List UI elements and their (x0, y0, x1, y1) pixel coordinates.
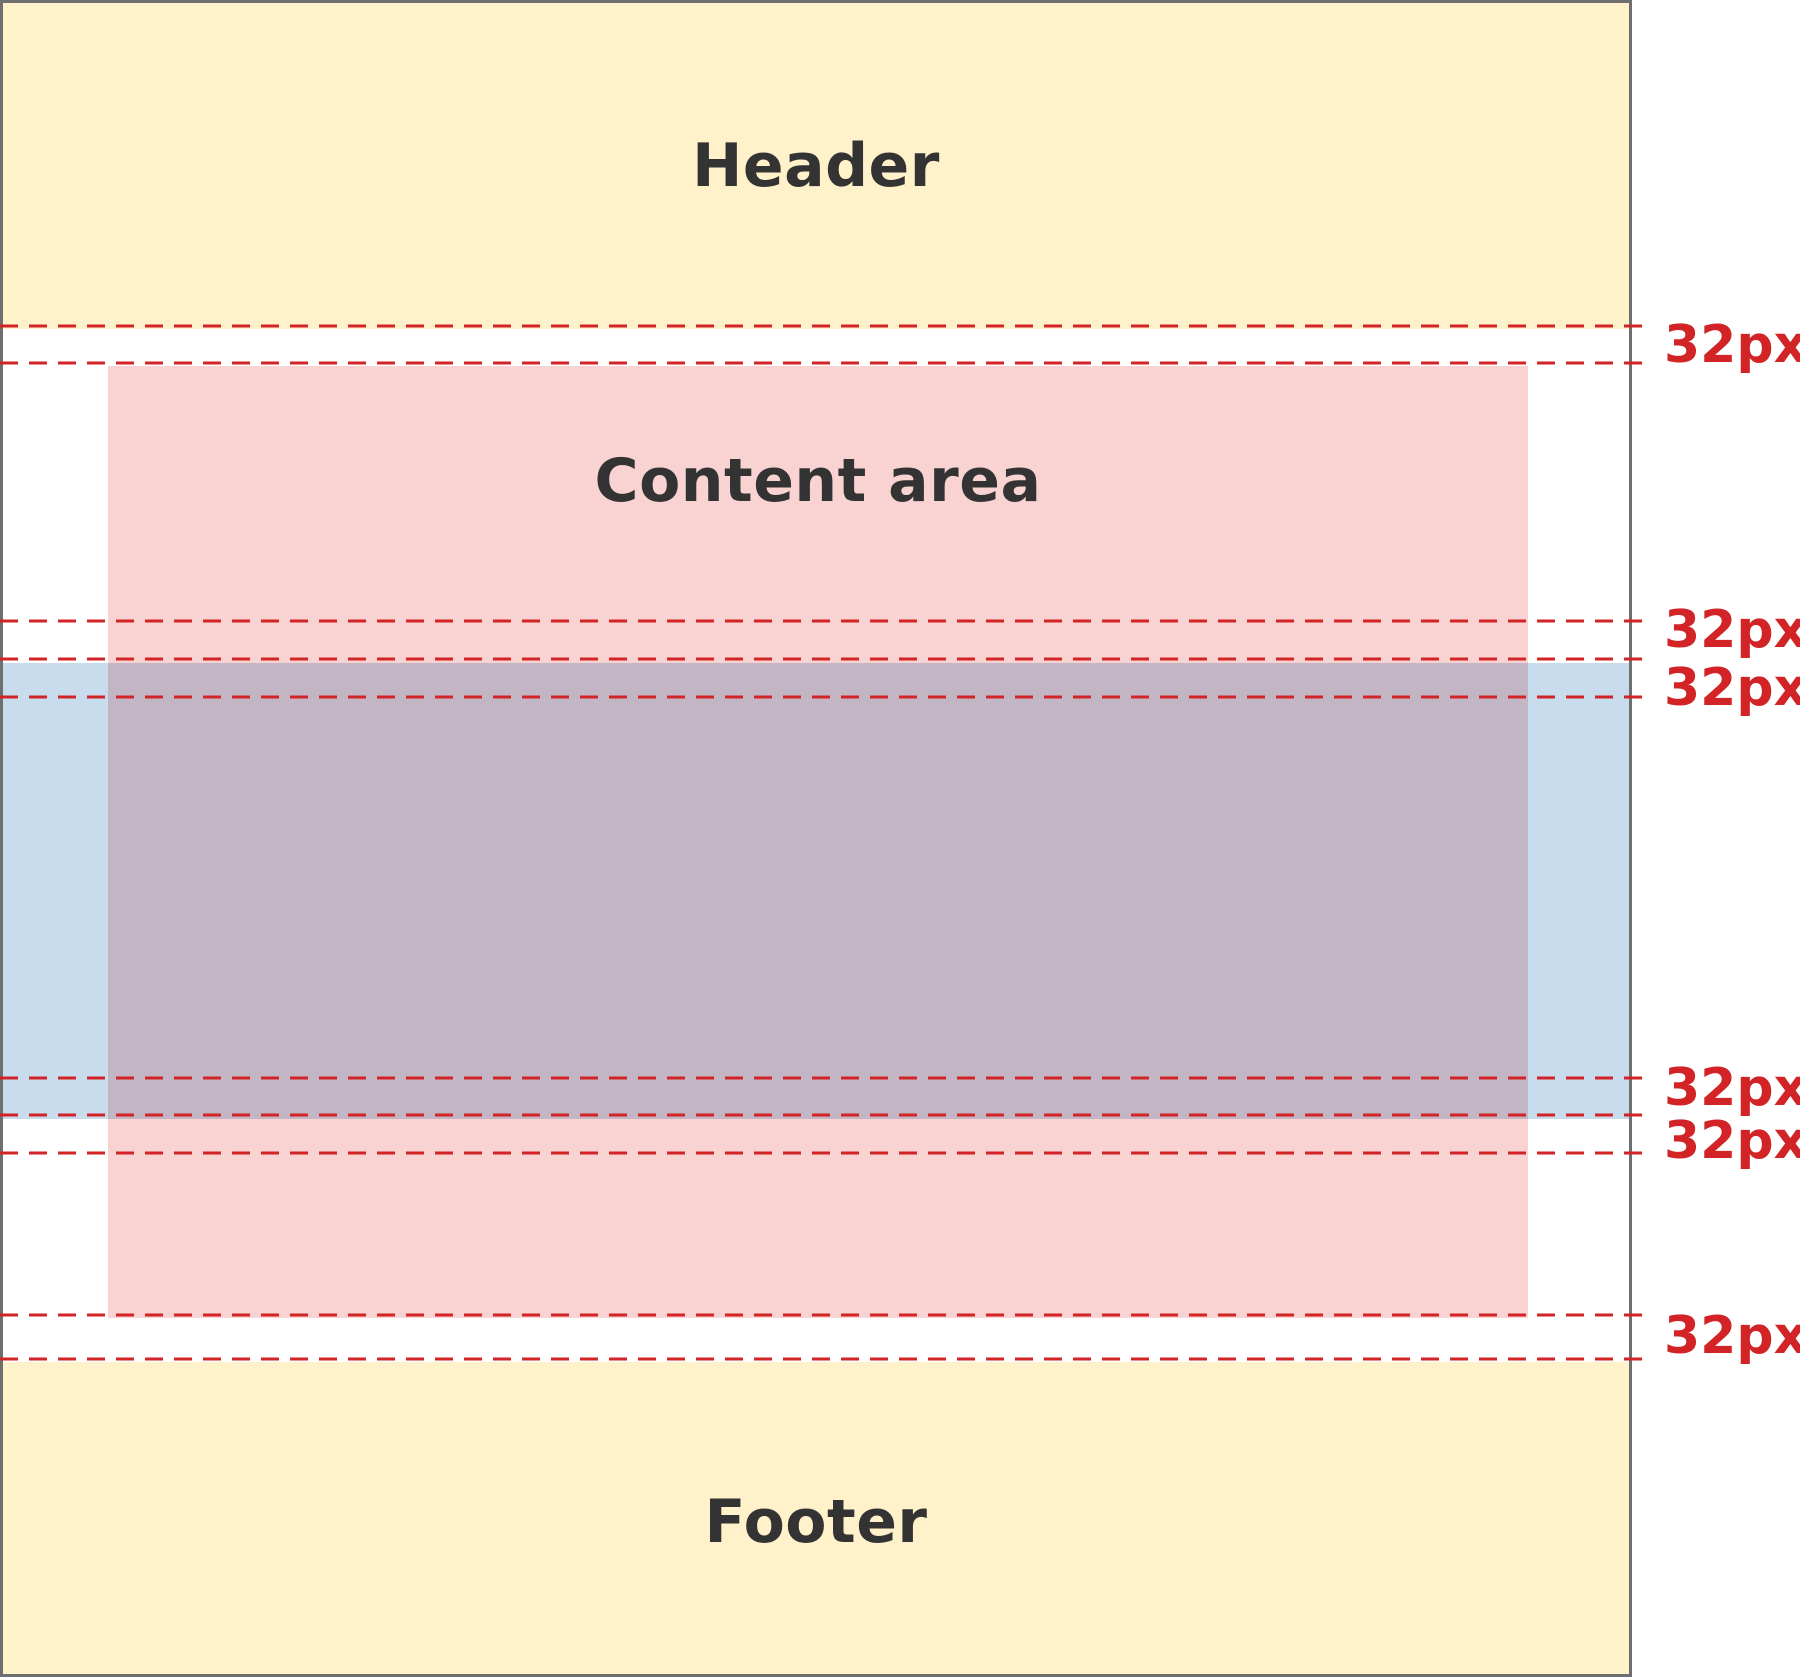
spacing-label-media-top-gap: 32px (1664, 658, 1800, 718)
page-frame: Header Content area Footer (0, 0, 1632, 1677)
content-area-label: Content area (594, 446, 1042, 516)
footer-label: Footer (704, 1487, 928, 1557)
spacing-label-content-top-gap: 32px (1664, 600, 1800, 660)
spacing-label-content-bottom-gap: 32px (1664, 1111, 1800, 1171)
spacing-label-header-gap: 32px (1664, 315, 1800, 375)
spacing-label-footer-gap: 32px (1664, 1306, 1800, 1366)
media-band-region (3, 663, 1629, 1119)
header-label: Header (692, 131, 940, 201)
header-region: Header (3, 3, 1629, 329)
footer-region: Footer (3, 1362, 1629, 1674)
spacing-label-media-bottom-gap: 32px (1664, 1058, 1800, 1118)
